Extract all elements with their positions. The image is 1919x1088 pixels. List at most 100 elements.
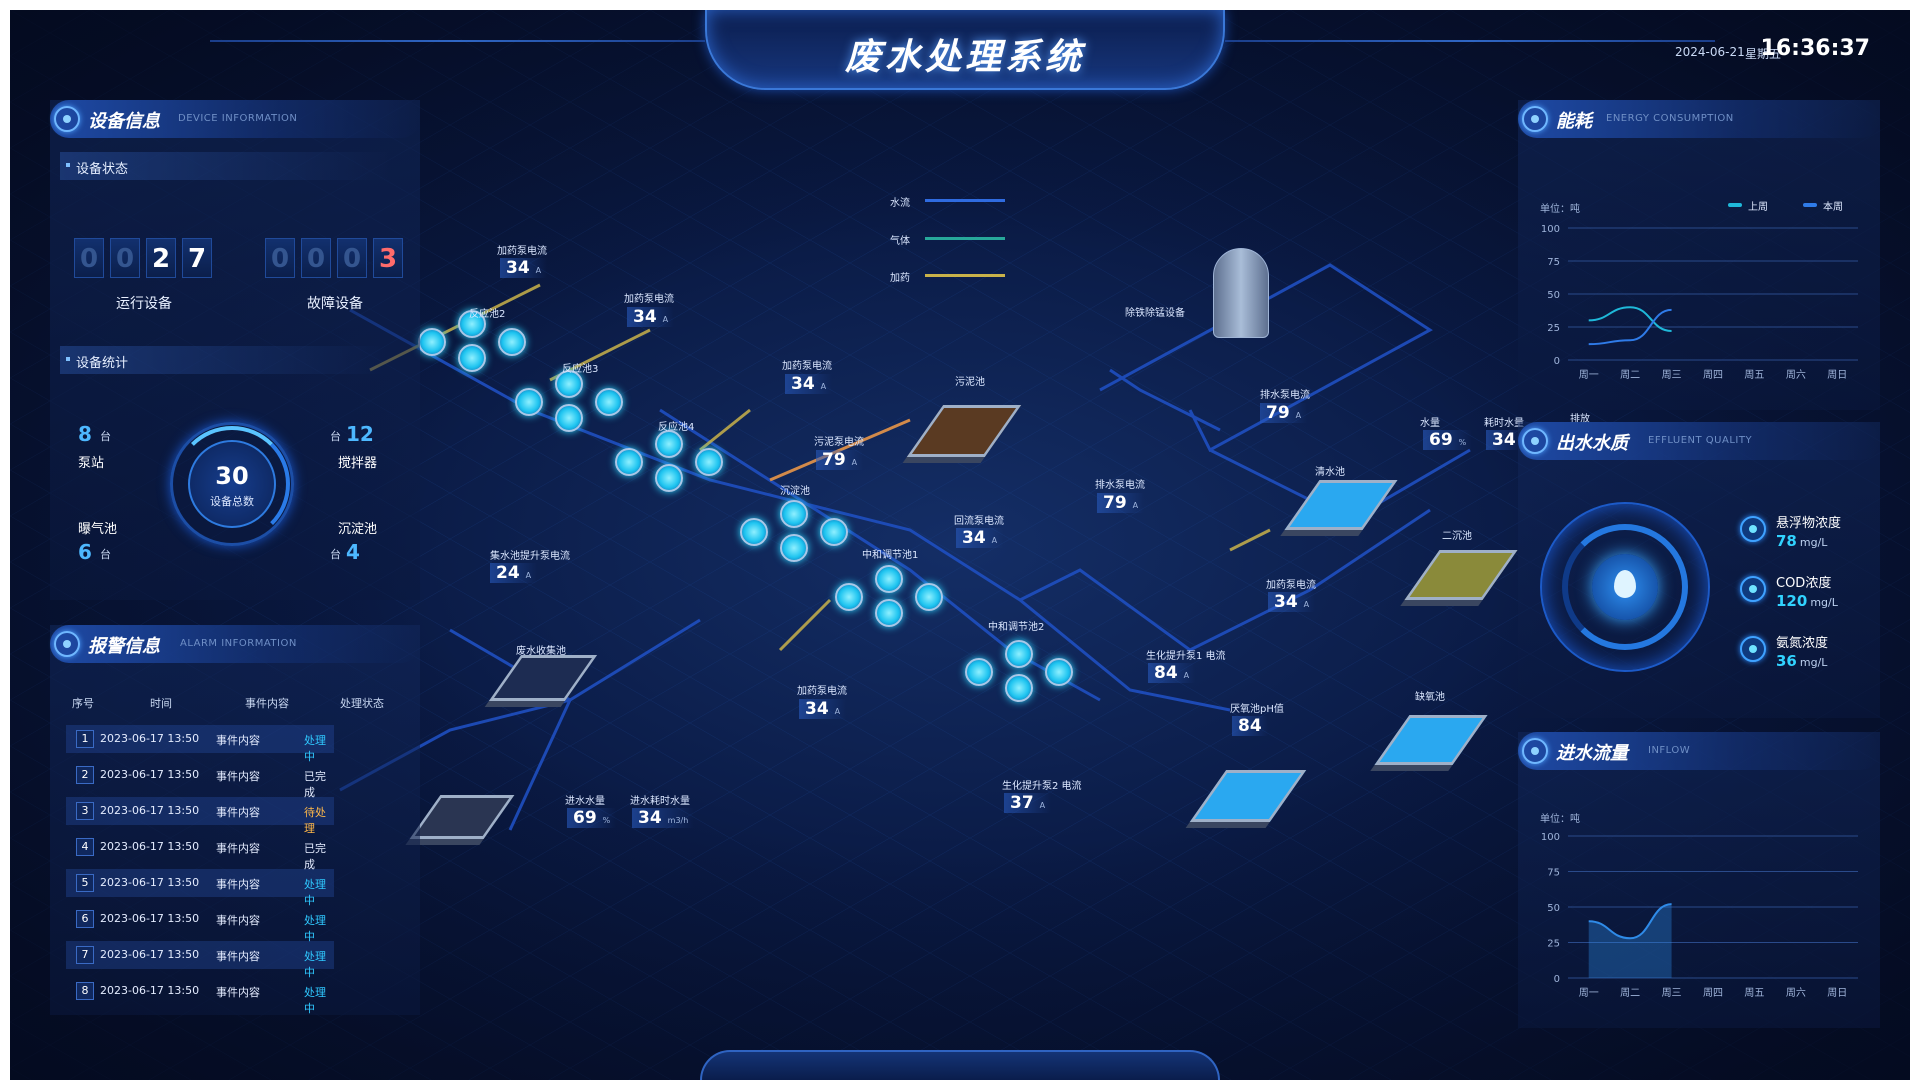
row-status: 待处理 <box>304 806 326 835</box>
in-water-label: 进水水量 <box>565 796 605 807</box>
device-panel-title: 设备信息 <box>88 111 160 132</box>
device-stats-subhead: 设备统计 <box>60 346 390 374</box>
in-water-value: 69% <box>567 808 617 828</box>
row-event: 事件内容 <box>216 806 260 819</box>
y-tick-label: 25 <box>1547 323 1560 334</box>
bottom-bar <box>700 1050 1220 1080</box>
device-total-value: 30 <box>215 462 249 490</box>
row-time: 2023-06-17 13:50 <box>100 912 200 925</box>
device-status-subhead: 设备状态 <box>60 152 390 180</box>
reactor-cluster-3[interactable] <box>515 370 635 432</box>
page-title: 废水处理系统 <box>844 37 1085 78</box>
bio-lift1-label: 生化提升泵1 电流 <box>1146 651 1226 662</box>
legend-water-line <box>925 199 1005 202</box>
legend-gas-label: 气体 <box>890 236 910 247</box>
fault-label: 故障设备 <box>307 296 363 312</box>
alarm-panel-title: 报警信息 <box>88 636 160 657</box>
x-tick-label: 周五 <box>1744 987 1764 999</box>
quality-metric-name: 氨氮浓度 <box>1776 636 1829 651</box>
waste-collect-label: 废水收集池 <box>516 646 566 657</box>
second-settle-label: 二沉池 <box>1442 531 1472 542</box>
row-status: 处理中 <box>304 950 326 979</box>
x-tick-label: 周六 <box>1786 987 1806 999</box>
energy-line-chart: 0255075100周一周二周三周四周五周六周日 <box>1541 224 1858 381</box>
x-tick-label: 周四 <box>1703 987 1723 999</box>
row-status: 处理中 <box>304 878 326 907</box>
quality-ring-outer <box>1540 502 1710 672</box>
discharge-label: 排放 <box>1570 414 1590 425</box>
quality-panel-header: 出水水质 EFFLUENT QUALITY <box>1518 422 1880 460</box>
y-tick-label: 75 <box>1547 257 1560 268</box>
col-no: 序号 <box>72 697 94 710</box>
stat-settling: 沉淀池 台 4 <box>330 522 378 564</box>
x-tick-label: 周四 <box>1703 369 1723 381</box>
row-time: 2023-06-17 13:50 <box>100 732 200 745</box>
row-time: 2023-06-17 13:50 <box>100 840 200 853</box>
inflow-unit: 单位：吨 <box>1540 814 1580 825</box>
device-total-gauge <box>170 422 294 546</box>
dosing-pump-e-label: 加药泵电流 <box>1266 580 1316 591</box>
neutral1-label: 中和调节池1 <box>862 550 919 561</box>
inflow-panel-header: 进水流量 INFLOW <box>1518 732 1880 770</box>
series-line-last-week <box>1588 306 1672 332</box>
water-time-label: 耗时水量 <box>1484 418 1524 429</box>
quality-metric-name: 悬浮物浓度 <box>1776 516 1842 531</box>
row-event: 事件内容 <box>216 950 260 963</box>
drain-pump-a-label: 排水泵电流 <box>1260 390 1310 401</box>
in-time-label: 进水耗时水量 <box>630 796 690 807</box>
x-tick-label: 周三 <box>1662 369 1682 381</box>
top-bar: 废水处理系统 2024-06-21 星期五 16:36:37 <box>10 10 1910 100</box>
iron-removal-tank[interactable] <box>1213 248 1269 338</box>
neutral-cluster-1[interactable] <box>835 565 955 627</box>
dosing-pump-b-label: 加药泵电流 <box>624 294 674 305</box>
reactor-cluster-2[interactable] <box>418 310 538 372</box>
legend-gas-line <box>925 237 1005 240</box>
x-tick-label: 周五 <box>1744 369 1764 381</box>
row-time: 2023-06-17 13:50 <box>100 984 200 997</box>
energy-panel-title-en: ENERGY CONSUMPTION <box>1606 113 1734 124</box>
row-status: 处理中 <box>304 914 326 943</box>
stat-pump: 8 台 泵站 <box>78 422 111 471</box>
alarm-panel-title-en: ALARM INFORMATION <box>180 638 297 649</box>
row-index: 1 <box>76 730 94 748</box>
neutral-cluster-2[interactable] <box>965 640 1085 702</box>
weekday-text: 星期五 <box>1745 47 1782 61</box>
row-event: 事件内容 <box>216 914 260 927</box>
alarm-panel-header: 报警信息 ALARM INFORMATION <box>50 625 420 663</box>
anaerobic-ph-label: 厌氧池pH值 <box>1230 704 1284 715</box>
row-time: 2023-06-17 13:50 <box>100 804 200 817</box>
inflow-panel-title-en: INFLOW <box>1648 745 1691 756</box>
legend-dosing-label: 加药 <box>890 273 910 284</box>
row-time: 2023-06-17 13:50 <box>100 768 200 781</box>
settling-cluster[interactable] <box>740 500 860 562</box>
y-tick-label: 75 <box>1547 868 1560 879</box>
y-tick-label: 100 <box>1541 224 1560 235</box>
inflow-panel-title: 进水流量 <box>1556 743 1628 764</box>
dosing-pump-d-label: 加药泵电流 <box>797 686 847 697</box>
x-tick-label: 周一 <box>1579 369 1599 381</box>
row-status: 已完成 <box>304 770 326 799</box>
quality-metric-icon <box>1740 576 1766 602</box>
row-event: 事件内容 <box>216 878 260 891</box>
reactor-cluster-4[interactable] <box>615 430 735 492</box>
sludge-tank-label: 污泥池 <box>955 377 985 388</box>
row-event: 事件内容 <box>216 770 260 783</box>
